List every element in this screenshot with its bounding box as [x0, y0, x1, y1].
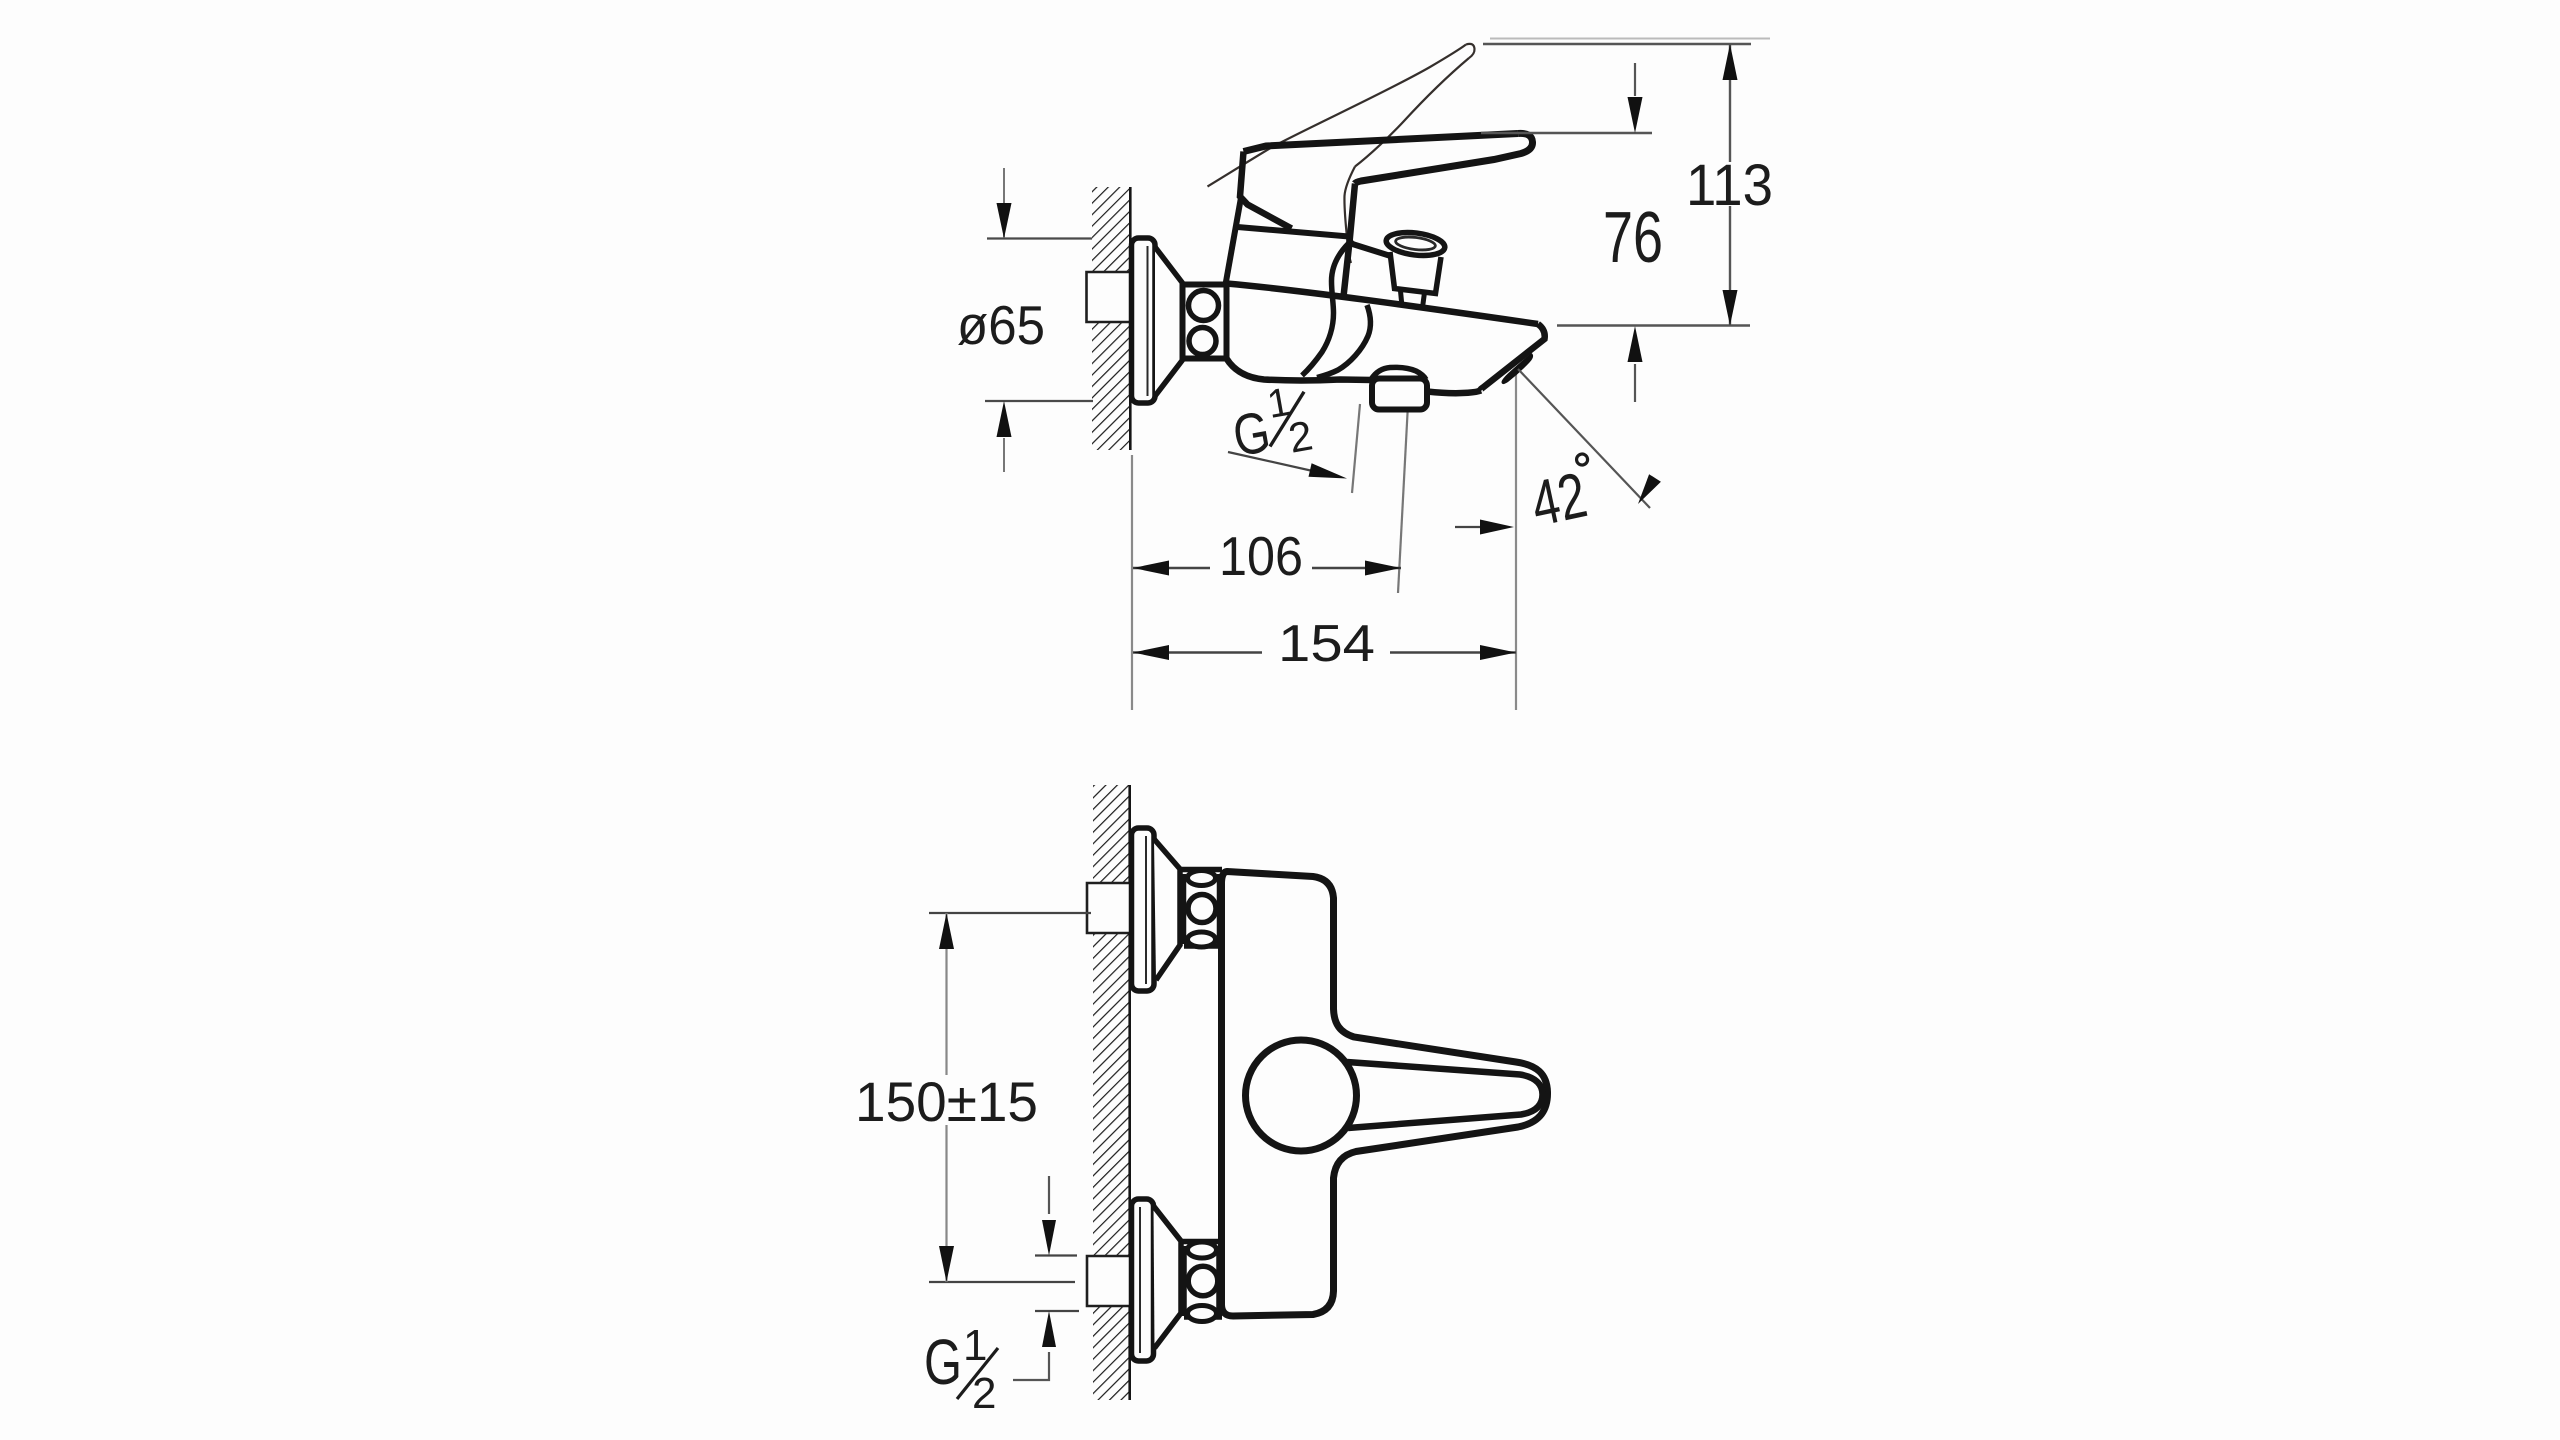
svg-text:G: G [924, 1326, 962, 1398]
svg-text:154: 154 [1278, 615, 1375, 673]
svg-text:150±15: 150±15 [855, 1070, 1038, 1133]
svg-text:76: 76 [1603, 198, 1663, 278]
svg-text:1: 1 [963, 1321, 987, 1370]
svg-text:2: 2 [972, 1369, 996, 1418]
svg-text:113: 113 [1686, 153, 1773, 218]
svg-text:ø65: ø65 [957, 294, 1045, 356]
svg-text:106: 106 [1219, 525, 1303, 587]
